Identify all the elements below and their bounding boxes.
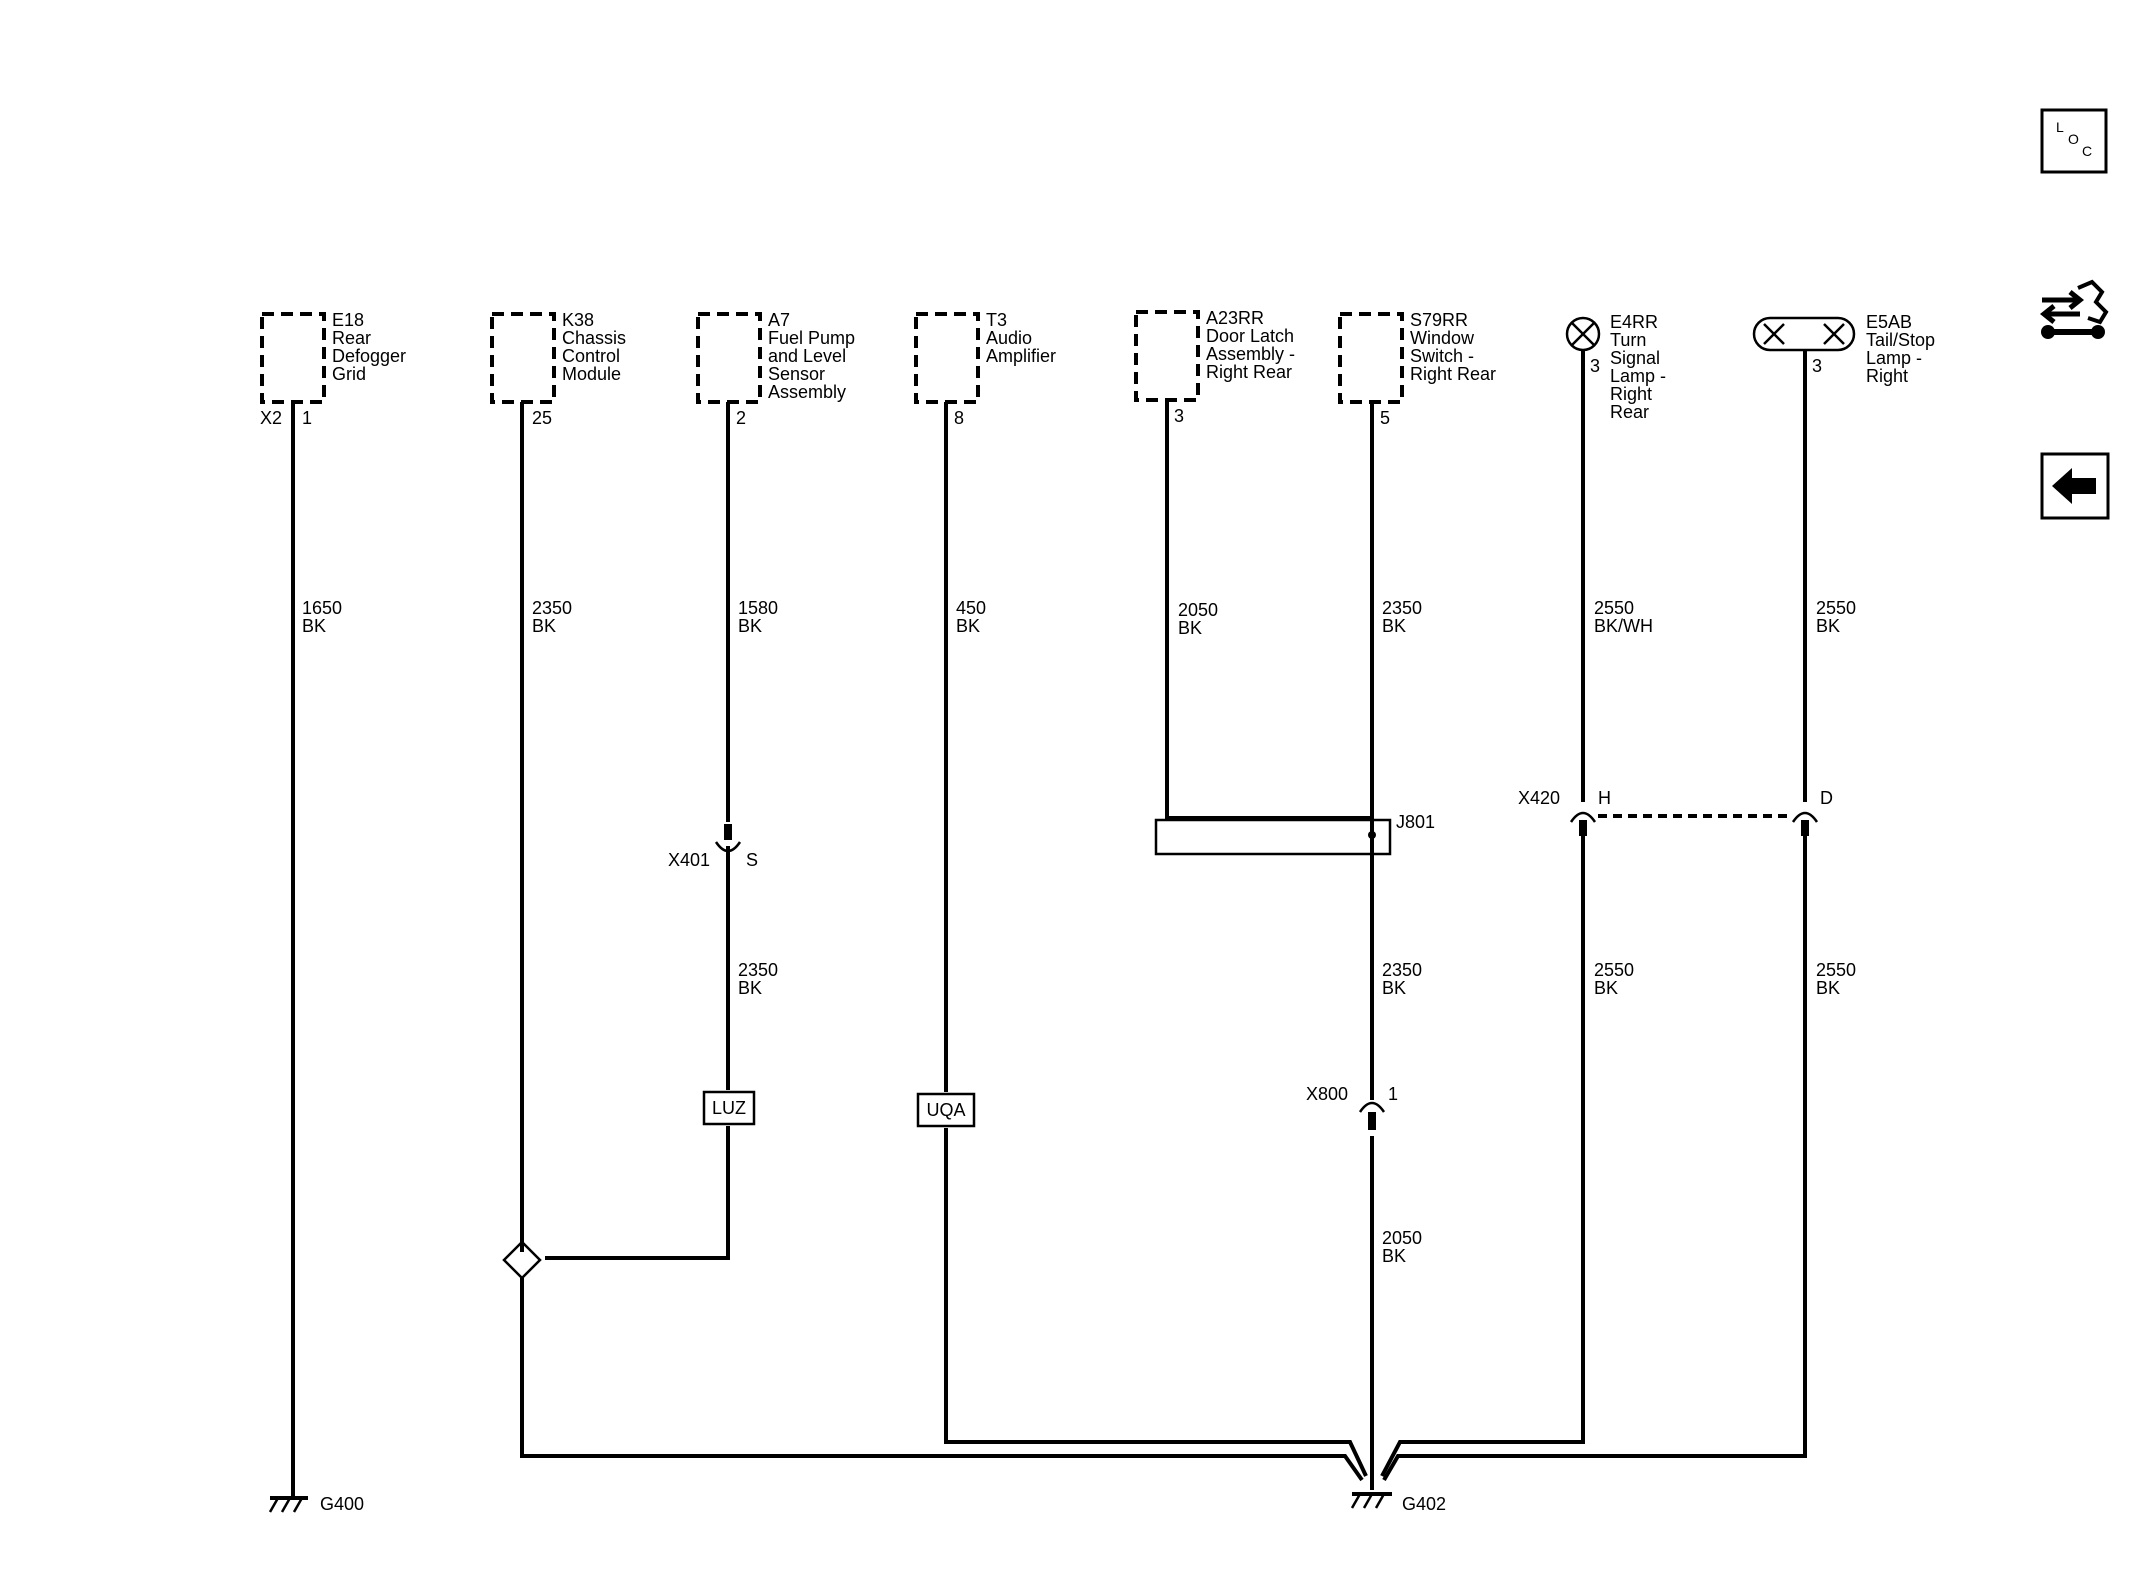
- component-box-a23rr[interactable]: [1134, 310, 1200, 402]
- wire-e5ab-lower[interactable]: [1382, 828, 1807, 1482]
- loc-letter: C: [2082, 143, 2092, 159]
- component-box-e18[interactable]: [260, 312, 326, 404]
- component-label-e4rr: E4RR Turn Signal Lamp - Right Rear: [1610, 312, 1671, 422]
- lamp-icon-e4rr[interactable]: [1565, 316, 1601, 352]
- connector-x420-d[interactable]: [1791, 811, 1819, 836]
- pin-label: 1: [302, 408, 312, 428]
- component-label-a7: A7 Fuel Pump and Level Sensor Assembly: [768, 310, 860, 402]
- component-label-t3: T3 Audio Amplifier: [986, 310, 1056, 366]
- component-label-a23rr: A23RR Door Latch Assembly - Right Rear: [1206, 308, 1300, 382]
- pin-label: D: [1820, 788, 1833, 808]
- splice-label-j801: J801: [1396, 812, 1435, 832]
- connector-x800[interactable]: [1358, 1101, 1386, 1130]
- component-box-k38[interactable]: [490, 312, 556, 404]
- ground-label-g400: G400: [320, 1494, 364, 1514]
- component-label-e18: E18 Rear Defogger Grid: [332, 310, 411, 384]
- pin-label: H: [1598, 788, 1611, 808]
- option-box-luz[interactable]: [702, 1090, 756, 1126]
- pin-label: 3: [1812, 356, 1822, 376]
- option-label-uqa: UQA: [926, 1100, 965, 1120]
- wire-k38-lower[interactable]: [520, 1278, 1364, 1482]
- location-button[interactable]: L O C: [2040, 108, 2108, 174]
- wire-t3-lower[interactable]: [944, 1128, 1368, 1477]
- pin-label: 3: [1590, 356, 1600, 376]
- connector-label-x401: X401: [668, 850, 710, 870]
- connector-label-x800: X800: [1306, 1084, 1348, 1104]
- component-label-k38: K38 Chassis Control Module: [562, 310, 631, 384]
- loc-letter: L: [2056, 119, 2064, 135]
- component-box-a7[interactable]: [696, 312, 762, 404]
- pin-label: 2: [736, 408, 746, 428]
- wire-e4rr-lower[interactable]: [1380, 828, 1585, 1477]
- loc-letter: O: [2068, 131, 2079, 147]
- splice-pack-j801[interactable]: [1154, 818, 1392, 856]
- ground-icon-g402[interactable]: [1350, 1492, 1392, 1509]
- pin-label: 3: [1174, 406, 1184, 426]
- dual-lamp-icon-e5ab[interactable]: [1752, 316, 1856, 352]
- pin-label: 8: [954, 408, 964, 428]
- component-label-e5ab: E5AB Tail/Stop Lamp - Right: [1866, 312, 1940, 386]
- connector-x420-h[interactable]: [1569, 811, 1597, 836]
- option-label-luz: LUZ: [712, 1098, 746, 1118]
- ground-icon-g400[interactable]: [268, 1496, 308, 1513]
- wire-a23rr[interactable]: [1165, 400, 1372, 820]
- pin-label: 25: [532, 408, 552, 428]
- component-box-s79rr[interactable]: [1338, 312, 1404, 404]
- connector-x401[interactable]: [714, 824, 742, 853]
- pin-label: 5: [1380, 408, 1390, 428]
- connector-label-x2: X2: [260, 408, 282, 428]
- ground-label-g402: G402: [1402, 1494, 1446, 1514]
- swap-tool-icon[interactable]: [2036, 278, 2110, 350]
- pin-label: S: [746, 850, 758, 870]
- component-box-t3[interactable]: [914, 312, 980, 404]
- pin-label: 1: [1388, 1084, 1398, 1104]
- back-arrow-icon[interactable]: [2040, 452, 2110, 520]
- option-box-uqa[interactable]: [916, 1092, 976, 1128]
- wire-a7-to-splice[interactable]: [545, 1126, 730, 1260]
- connector-label-x420: X420: [1518, 788, 1560, 808]
- component-label-s79rr: S79RR Window Switch - Right Rear: [1410, 310, 1496, 384]
